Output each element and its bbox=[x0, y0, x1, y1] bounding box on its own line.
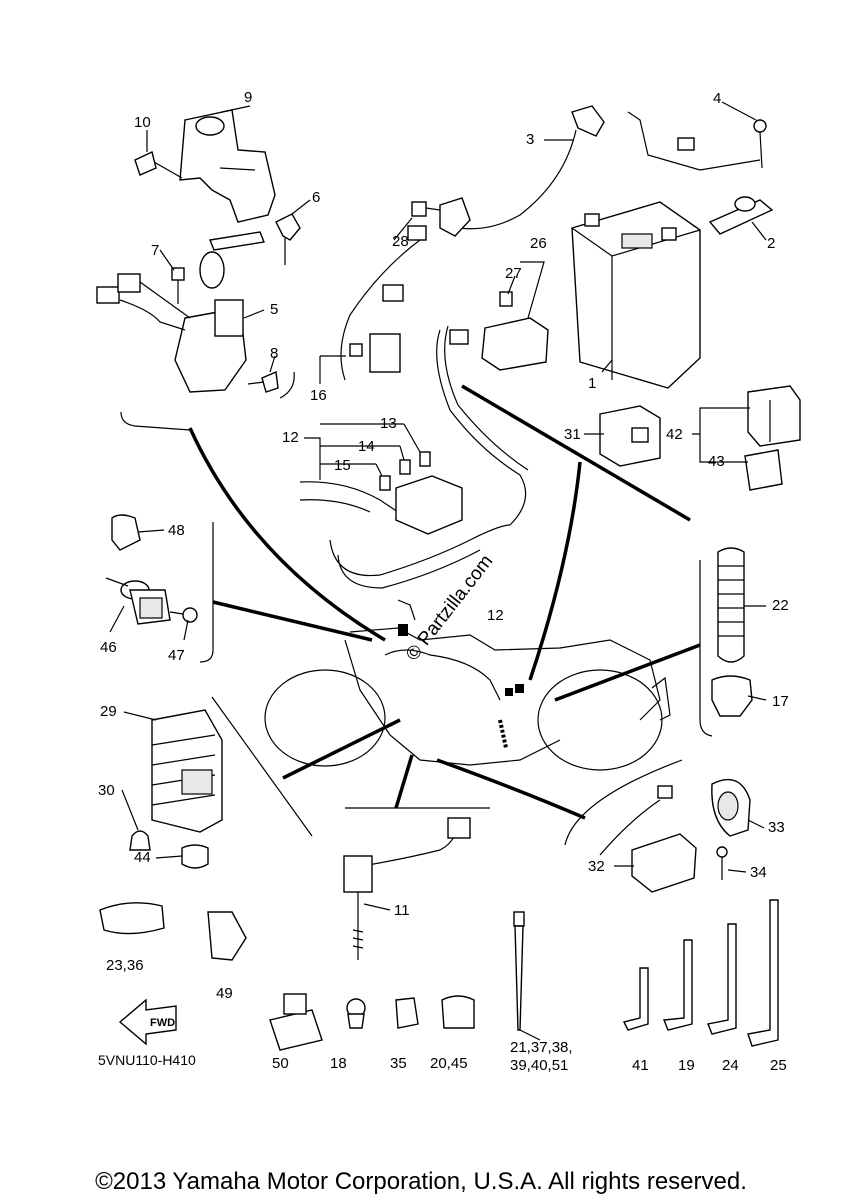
label-18: 18 bbox=[330, 1055, 347, 1072]
label-42: 42 bbox=[666, 426, 683, 443]
label-19: 19 bbox=[678, 1057, 695, 1074]
label-33: 33 bbox=[768, 819, 785, 836]
label-27: 27 bbox=[505, 265, 522, 282]
label-35: 35 bbox=[390, 1055, 407, 1072]
part-26-relay bbox=[481, 291, 549, 371]
fwd-label: FWD bbox=[150, 1017, 175, 1029]
label-50: 50 bbox=[272, 1055, 289, 1072]
part-24-tie bbox=[707, 923, 737, 1035]
fwd-arrow-icon: FWD bbox=[118, 998, 177, 1046]
document-id: 5VNU110-H410 bbox=[98, 1052, 196, 1068]
label-30: 30 bbox=[98, 782, 115, 799]
part-2-band bbox=[708, 196, 774, 235]
label-3: 3 bbox=[526, 131, 534, 148]
label-31: 31 bbox=[564, 426, 581, 443]
frame-lines bbox=[120, 371, 713, 846]
label-26: 26 bbox=[530, 235, 547, 252]
label-25: 25 bbox=[770, 1057, 787, 1074]
part-3-cable bbox=[459, 105, 605, 230]
part-19-tie bbox=[663, 939, 693, 1031]
label-11: 11 bbox=[394, 902, 410, 919]
label-23-36: 23,36 bbox=[106, 957, 144, 974]
part-4-cable bbox=[627, 111, 767, 171]
label-48: 48 bbox=[168, 522, 185, 539]
part-8-screw bbox=[247, 370, 279, 393]
label-41: 41 bbox=[632, 1057, 649, 1074]
part-20-45-clip bbox=[441, 995, 475, 1029]
part-11-switch bbox=[343, 817, 471, 960]
label-7: 7 bbox=[151, 242, 159, 259]
label-28: 28 bbox=[392, 233, 409, 250]
label-20-45: 20,45 bbox=[430, 1055, 468, 1072]
label-39-40-51: 39,40,51 bbox=[510, 1057, 568, 1074]
part-34-screw bbox=[716, 846, 728, 880]
part-30-nut bbox=[129, 830, 151, 851]
part-48-clamp bbox=[111, 514, 141, 551]
part-41-tie bbox=[622, 967, 649, 1031]
part-49-clamp bbox=[207, 911, 247, 961]
part-fuses bbox=[349, 343, 431, 491]
label-13: 13 bbox=[380, 415, 397, 432]
part-6-key bbox=[209, 213, 301, 265]
part-42-43-relay bbox=[744, 385, 801, 491]
part-33-cover bbox=[711, 778, 751, 837]
part-9-cover bbox=[179, 109, 276, 223]
label-12-bike: 12 bbox=[487, 607, 504, 624]
part-25-tie bbox=[747, 899, 779, 1047]
label-5: 5 bbox=[270, 301, 278, 318]
label-16: 16 bbox=[310, 387, 327, 404]
part-35-clip bbox=[395, 997, 419, 1029]
label-8: 8 bbox=[270, 345, 278, 362]
label-34: 34 bbox=[750, 864, 767, 881]
part-50-clip bbox=[269, 993, 323, 1051]
part-22-cover bbox=[717, 547, 745, 663]
label-29: 29 bbox=[100, 703, 117, 720]
part-5-main-switch bbox=[96, 251, 247, 393]
label-6: 6 bbox=[312, 189, 320, 206]
label-10: 10 bbox=[134, 114, 151, 131]
label-2: 2 bbox=[767, 235, 775, 252]
part-1-battery bbox=[571, 201, 701, 389]
part-28-bolt bbox=[411, 197, 471, 237]
label-21-37-38: 21,37,38, bbox=[510, 1039, 573, 1056]
label-1: 1 bbox=[588, 375, 596, 392]
part-21-cable-tie bbox=[513, 911, 525, 1031]
label-44: 44 bbox=[134, 849, 151, 866]
label-49: 49 bbox=[216, 985, 233, 1002]
part-labels: 9 10 6 7 5 8 4 3 2 28 26 27 1 16 13 12 1… bbox=[98, 89, 789, 1074]
label-9: 9 bbox=[244, 89, 252, 106]
label-4: 4 bbox=[713, 90, 721, 107]
part-44-clamp bbox=[181, 844, 209, 869]
motorcycle-outline bbox=[264, 599, 671, 771]
part-10-bolt bbox=[134, 151, 183, 179]
label-22: 22 bbox=[772, 597, 789, 614]
part-31-relay bbox=[599, 405, 661, 467]
part-32-switch bbox=[599, 785, 697, 893]
label-15: 15 bbox=[334, 457, 351, 474]
leader-lines bbox=[109, 101, 767, 1041]
part-18-clip bbox=[346, 998, 366, 1029]
label-17: 17 bbox=[772, 693, 789, 710]
part-12-wire-harness bbox=[299, 225, 529, 589]
part-23-36-clamp bbox=[99, 902, 165, 935]
label-47: 47 bbox=[168, 647, 185, 664]
label-32: 32 bbox=[588, 858, 605, 875]
part-17-clamp bbox=[711, 675, 753, 717]
part-29-rectifier bbox=[151, 709, 223, 833]
part-46-sensor bbox=[105, 577, 171, 625]
label-14: 14 bbox=[358, 438, 375, 455]
label-24: 24 bbox=[722, 1057, 739, 1074]
label-46: 46 bbox=[100, 639, 117, 656]
label-12: 12 bbox=[282, 429, 299, 446]
part-47-screw bbox=[169, 607, 198, 623]
part-7-screw bbox=[171, 267, 185, 304]
copyright-notice: ©2013 Yamaha Motor Corporation, U.S.A. A… bbox=[95, 1168, 747, 1195]
label-43: 43 bbox=[708, 453, 725, 470]
